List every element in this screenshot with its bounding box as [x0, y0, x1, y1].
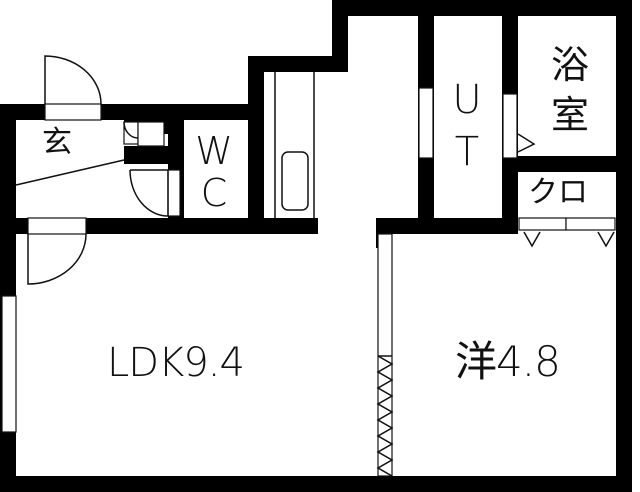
room-label-ut: U T [452, 77, 482, 175]
room-label-western: 洋4.8 [455, 337, 561, 386]
door-swings [15, 55, 169, 285]
room-label-bath: 浴 室 [550, 43, 589, 137]
openings [1, 87, 616, 477]
kitchen-counter [274, 72, 315, 218]
swing-markers [517, 133, 615, 248]
room-label-closet: クロ [528, 175, 588, 210]
room-label-wc: W C [195, 129, 233, 215]
room-label-ldk: LDK9.4 [107, 340, 245, 386]
room-label-entrance: 玄 [42, 125, 72, 160]
sliding-door-zigzag [376, 355, 394, 477]
